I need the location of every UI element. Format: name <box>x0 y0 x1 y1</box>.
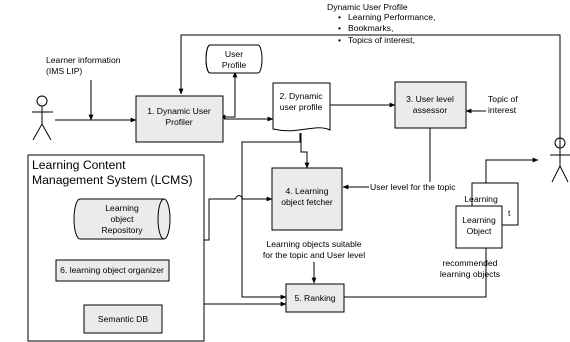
fetcher-box <box>271 167 343 231</box>
repository-label: Learning <box>105 203 139 213</box>
dynamic-user-profile-doc <box>272 82 331 132</box>
user-profile-store-rim <box>205 44 211 74</box>
profiler-label: Profiler <box>165 117 193 127</box>
profile-item: Bookmarks, <box>338 23 435 35</box>
ranking-box <box>285 283 345 313</box>
organizer-box <box>55 259 170 282</box>
user-level-label: User level for the topic <box>369 182 457 192</box>
recommended-label: learning objects <box>439 269 501 279</box>
learner-info-label: Learner information <box>46 55 121 65</box>
repository-label: Repository <box>101 225 143 235</box>
learner-right-figure <box>550 137 570 183</box>
semantic-db-box <box>83 304 163 334</box>
profiler-box <box>135 95 224 143</box>
suitable-label: Learning objects suitable <box>266 239 362 249</box>
profiler-label: 1. Dynamic User <box>147 106 211 116</box>
lo-front-card <box>455 205 503 249</box>
lcms-title: Learning Content <box>32 158 126 172</box>
dynamic-user-profile-label: user profile <box>279 102 323 112</box>
suitable-label: for the topic and User level <box>262 250 366 260</box>
repository-store-rim <box>157 198 165 240</box>
profiler-store-arrow <box>219 71 238 120</box>
lcms-title: Management System (LCMS) <box>32 173 193 187</box>
assessor-label: assessor <box>412 105 448 115</box>
learner-info-label: (IMS LIP) <box>46 66 83 76</box>
assessor-to-fetcher-arrow <box>342 128 431 190</box>
profile-to-ranking-arrow <box>241 133 301 300</box>
profile-item: Learning Performance, <box>338 12 435 24</box>
lo-back-partial-label: t <box>508 208 511 218</box>
profile-to-fetcher-arrow <box>300 133 310 169</box>
learner-left-figure <box>32 95 53 141</box>
lo-back-label: Learning <box>464 194 498 204</box>
topic-of-interest-label: interest <box>488 105 517 115</box>
repository-label: object <box>110 214 134 224</box>
organizer-label: 6. learning object organizer <box>60 265 164 275</box>
dynamic-user-profile-label: 2. Dynamic <box>279 91 323 101</box>
profile-items-list: Learning Performance, Bookmarks, Topics … <box>338 12 435 47</box>
fetcher-label: object fetcher <box>281 197 333 207</box>
lo-front-label: Object <box>466 226 492 236</box>
user-profile-label: Profile <box>221 60 247 70</box>
profile-item: Topics of interest, <box>338 35 435 47</box>
recommended-label: recommended <box>442 258 498 268</box>
semantic-db-label: Semantic DB <box>97 314 149 324</box>
profile-title: Dynamic User Profile <box>327 2 408 12</box>
repo-to-fetcher-arrow <box>204 195 273 241</box>
lo-front-label: Learning <box>462 215 496 225</box>
assessor-label: 3. User level <box>406 94 454 104</box>
topic-of-interest-label: Topic of <box>488 94 518 104</box>
assessor-box <box>394 81 467 129</box>
fetcher-label: 4. Learning <box>285 186 329 196</box>
ranking-label: 5. Ranking <box>294 293 336 303</box>
user-profile-label: User <box>224 49 244 59</box>
